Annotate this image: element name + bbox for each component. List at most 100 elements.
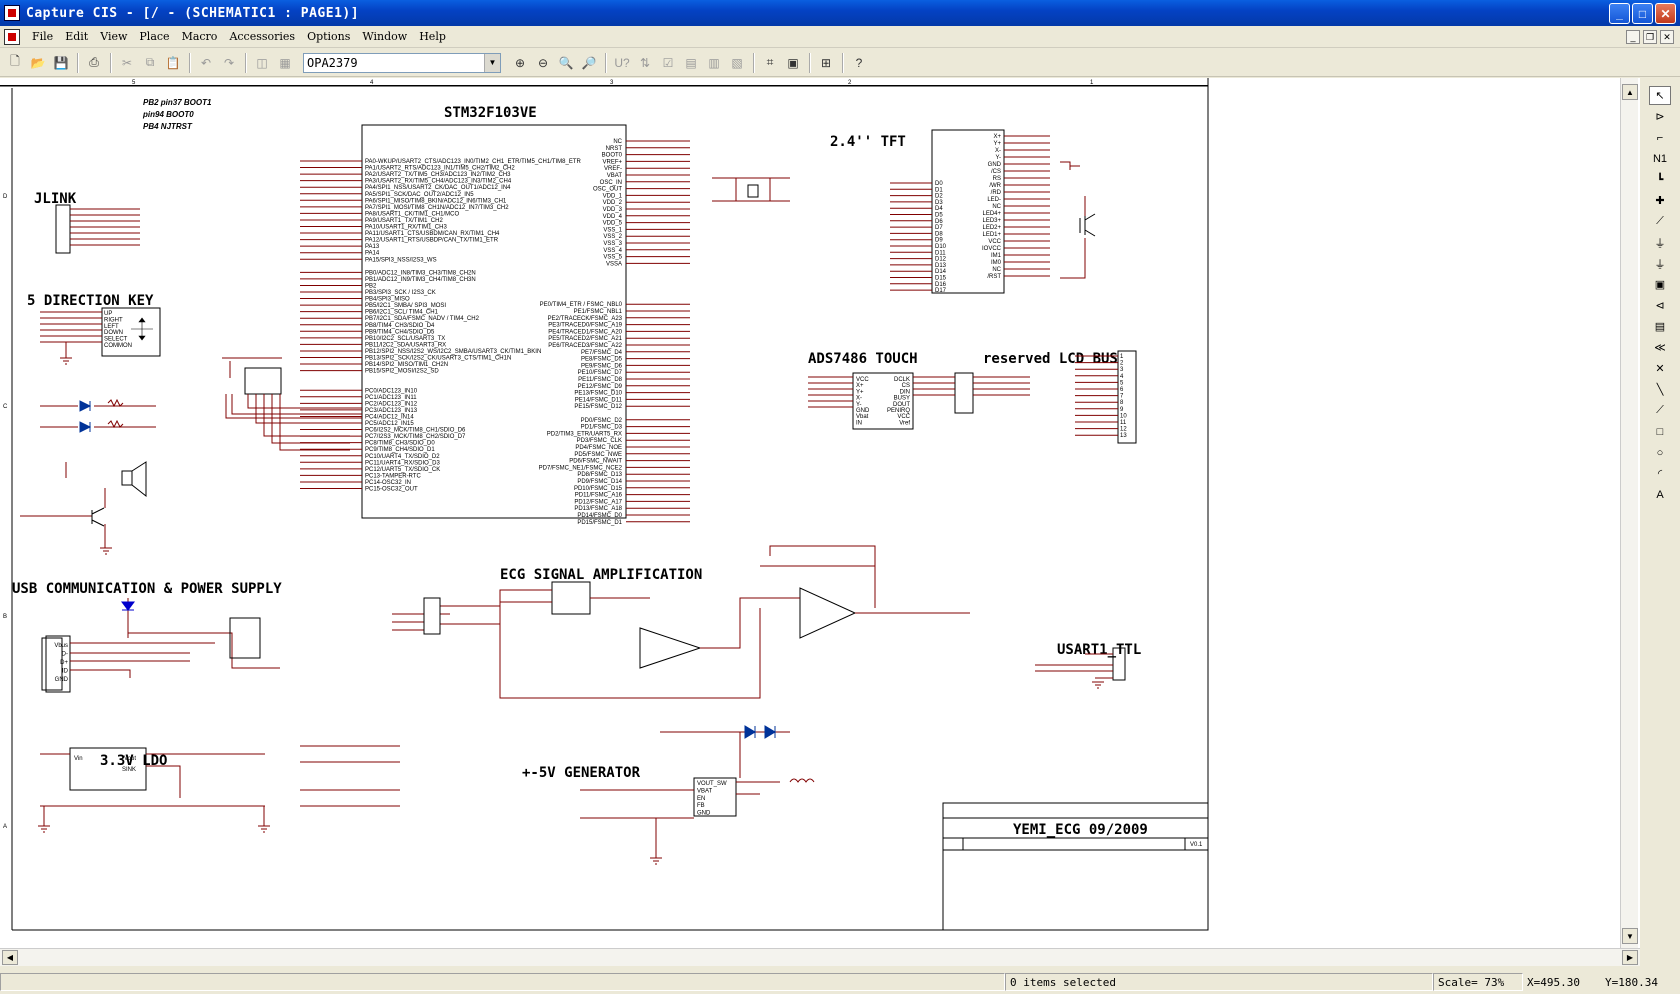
- menu-macro[interactable]: Macro: [181, 30, 218, 43]
- toolbar-separator: [842, 52, 844, 73]
- place-power-icon[interactable]: ⏚: [1654, 237, 1666, 250]
- place-junction-icon[interactable]: ✚: [1655, 195, 1665, 207]
- menu-accessories[interactable]: Accessories: [229, 30, 296, 43]
- usart1-connector[interactable]: [1112, 647, 1126, 681]
- touch-resistor-network[interactable]: [954, 372, 974, 414]
- menu-view[interactable]: View: [100, 30, 128, 43]
- tft-lcd-connector[interactable]: [931, 129, 1005, 294]
- jlink-connector[interactable]: [55, 204, 71, 254]
- document-icon[interactable]: [4, 28, 20, 45]
- scroll-up-icon[interactable]: ▲: [1622, 84, 1638, 100]
- copy-icon[interactable]: ⧉: [145, 55, 155, 69]
- menu-file[interactable]: File: [32, 30, 54, 43]
- place-bus-entry-icon[interactable]: ⟋: [1656, 215, 1664, 227]
- doc-restore-button[interactable]: ❐: [1643, 30, 1657, 44]
- cross-reference-icon[interactable]: ▥: [708, 55, 720, 70]
- place-polyline-icon[interactable]: ⟋: [1656, 404, 1664, 416]
- new-icon[interactable]: 🗋: [10, 54, 20, 68]
- crystal[interactable]: [747, 184, 759, 198]
- tft-pin-label: IM1: [991, 253, 1002, 259]
- place-bus-icon[interactable]: ┗: [1656, 174, 1664, 186]
- menu-options[interactable]: Options: [307, 30, 351, 43]
- touch-wires: [808, 376, 1030, 408]
- print-icon[interactable]: ⎙: [89, 55, 99, 69]
- zoom-area-icon[interactable]: 🔍: [558, 55, 574, 70]
- paste-icon[interactable]: 📋: [165, 55, 181, 70]
- tft-power-wires: [1060, 161, 1086, 279]
- menu-window[interactable]: Window: [362, 30, 408, 43]
- mosfet-icon: [1079, 213, 1096, 237]
- ad8276-amplifier[interactable]: [551, 581, 591, 615]
- place-no-connect-icon[interactable]: ✕: [1655, 363, 1665, 375]
- place-wire-icon[interactable]: ⌐: [1656, 131, 1664, 144]
- save-icon[interactable]: 💾: [53, 55, 69, 70]
- place-off-page-icon[interactable]: ≪: [1654, 342, 1666, 354]
- minimize-button[interactable]: _: [1609, 3, 1630, 24]
- grid-view-icon[interactable]: ▦: [279, 55, 291, 70]
- split-view-icon[interactable]: ◫: [256, 55, 268, 70]
- app-icon[interactable]: [4, 5, 20, 21]
- open-icon[interactable]: 📂: [30, 55, 46, 70]
- place-ellipse-icon[interactable]: ○: [1656, 446, 1664, 459]
- led-icon: [79, 400, 92, 433]
- mcu-pin-label: PE13/FSMC_D10: [574, 391, 622, 397]
- zoom-out-icon[interactable]: ⊖: [537, 55, 549, 70]
- maximize-button[interactable]: □: [1632, 3, 1653, 24]
- close-button[interactable]: ✕: [1655, 3, 1676, 24]
- scroll-left-icon[interactable]: ◀: [2, 950, 18, 965]
- place-line-icon[interactable]: ╲: [1656, 384, 1664, 396]
- project-manager-icon[interactable]: ▣: [787, 55, 799, 70]
- back-annotate-icon[interactable]: ⇅: [639, 55, 651, 70]
- bill-of-materials-icon[interactable]: ▧: [731, 55, 743, 70]
- cut-icon[interactable]: ✂: [121, 55, 133, 70]
- doc-minimize-button[interactable]: _: [1626, 30, 1640, 44]
- mcu-symbol[interactable]: [361, 124, 627, 519]
- resistor-network[interactable]: [244, 367, 282, 395]
- zoom-all-icon[interactable]: 🔎: [581, 55, 597, 70]
- buzzer[interactable]: [121, 470, 133, 486]
- help-icon[interactable]: ?: [855, 55, 863, 70]
- doc-close-button[interactable]: ✕: [1660, 30, 1674, 44]
- select-tool-icon[interactable]: ↖: [1649, 86, 1671, 105]
- usb-mosfet[interactable]: [229, 617, 261, 659]
- reserved-lcd-bus-connector[interactable]: [1117, 350, 1137, 444]
- place-pin-icon[interactable]: ▤: [1654, 321, 1666, 333]
- place-port-icon[interactable]: ⊲: [1655, 300, 1665, 312]
- ams1117-ldo[interactable]: [69, 747, 147, 791]
- place-rectangle-icon[interactable]: □: [1656, 425, 1664, 438]
- place-part-icon[interactable]: ⊳: [1655, 111, 1665, 123]
- menu-edit[interactable]: Edit: [65, 30, 89, 43]
- drc-icon[interactable]: ☑: [662, 55, 674, 70]
- menu-place[interactable]: Place: [139, 30, 170, 43]
- annotate-icon[interactable]: U?: [614, 55, 630, 70]
- zoom-in-icon[interactable]: ⊕: [514, 55, 526, 70]
- schematic-drawing[interactable]: 5 4 3 2 1 D C B A STM32F103VE JLINK 5 DI…: [0, 78, 1640, 948]
- create-netlist-icon[interactable]: ▤: [685, 55, 697, 70]
- schottky-diode-icon: [744, 725, 776, 739]
- horizontal-scrollbar[interactable]: ◀ ▶: [0, 948, 1640, 966]
- electrode-connector[interactable]: [423, 597, 441, 635]
- mcu-pin-label: PD3/FSMC_CLK: [577, 438, 622, 444]
- undo-icon[interactable]: ↶: [200, 55, 212, 70]
- scroll-down-icon[interactable]: ▼: [1622, 928, 1638, 944]
- toolbar-separator: [809, 52, 811, 73]
- part-selector[interactable]: OPA2379 ▼: [303, 52, 501, 73]
- vertical-scrollbar[interactable]: ▲ ▼: [1620, 78, 1638, 948]
- place-arc-icon[interactable]: ◜: [1657, 468, 1663, 480]
- place-net-alias-icon[interactable]: N1: [1652, 152, 1668, 165]
- hierarchy-icon[interactable]: ⊞: [820, 55, 832, 70]
- snap-to-grid-icon[interactable]: ⌗: [766, 55, 774, 69]
- place-hierarchical-block-icon[interactable]: ▣: [1654, 279, 1666, 291]
- border-number: 1: [1090, 80, 1094, 86]
- direction-key-switch[interactable]: [101, 307, 161, 357]
- place-text-icon[interactable]: A: [1656, 488, 1664, 501]
- redo-icon[interactable]: ↷: [223, 55, 235, 70]
- schematic-canvas[interactable]: 5 4 3 2 1 D C B A STM32F103VE JLINK 5 DI…: [0, 78, 1640, 948]
- chevron-down-icon[interactable]: ▼: [484, 53, 500, 72]
- mini-usb-connector[interactable]: [41, 635, 71, 693]
- tps61070-boost[interactable]: [693, 777, 737, 817]
- place-ground-icon[interactable]: ⏚: [1654, 258, 1666, 271]
- scroll-right-icon[interactable]: ▶: [1622, 950, 1638, 965]
- menu-help[interactable]: Help: [419, 30, 446, 43]
- mcu-pin-label: PB3/SPI3_SCK / I2S3_CK: [365, 290, 436, 296]
